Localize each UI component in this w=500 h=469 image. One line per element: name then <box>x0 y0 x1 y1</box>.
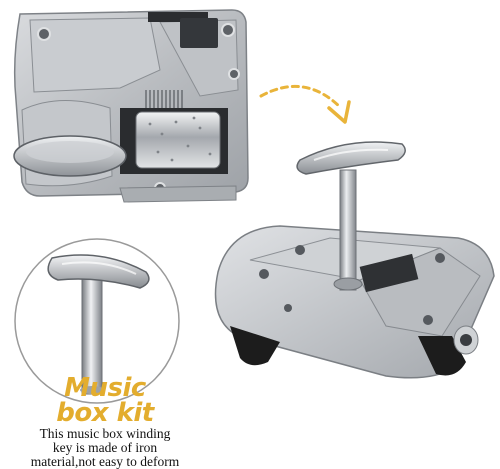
caption-description-line-1: This music box winding <box>39 426 171 441</box>
winding-key-closeup-image <box>14 238 180 404</box>
caption-description-line-3: material,not easy to deform <box>30 454 180 469</box>
music-box-with-winding-key-image <box>214 141 495 379</box>
curved-arrow-icon <box>259 84 351 124</box>
caption-title-line-1: Music <box>64 373 146 403</box>
caption-description-line-2: key is made of iron <box>52 440 158 455</box>
caption-title: Music box kit <box>0 373 210 428</box>
caption-title-line-2: box kit <box>56 398 154 428</box>
caption-description: This music box winding key is made of ir… <box>0 427 210 469</box>
music-box-mechanism-top-view-image <box>13 9 249 203</box>
